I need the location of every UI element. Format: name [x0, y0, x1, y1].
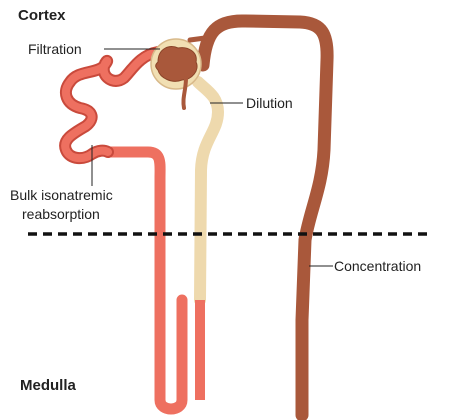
collecting-duct [203, 21, 327, 415]
descending-limb [108, 152, 182, 409]
ascending-limb [198, 82, 218, 300]
descending-limb-fill [108, 152, 182, 409]
bulk-reabsorption-label-line1: Bulk isonatremic [10, 187, 113, 203]
dilution-label: Dilution [246, 95, 293, 111]
cortex-label: Cortex [18, 7, 66, 24]
filtration-label: Filtration [28, 41, 82, 57]
medulla-label: Medulla [20, 377, 76, 394]
bulk-reabsorption-label-line2: reabsorption [22, 206, 100, 222]
proximal-tubule [65, 52, 158, 158]
concentration-label: Concentration [334, 258, 421, 274]
